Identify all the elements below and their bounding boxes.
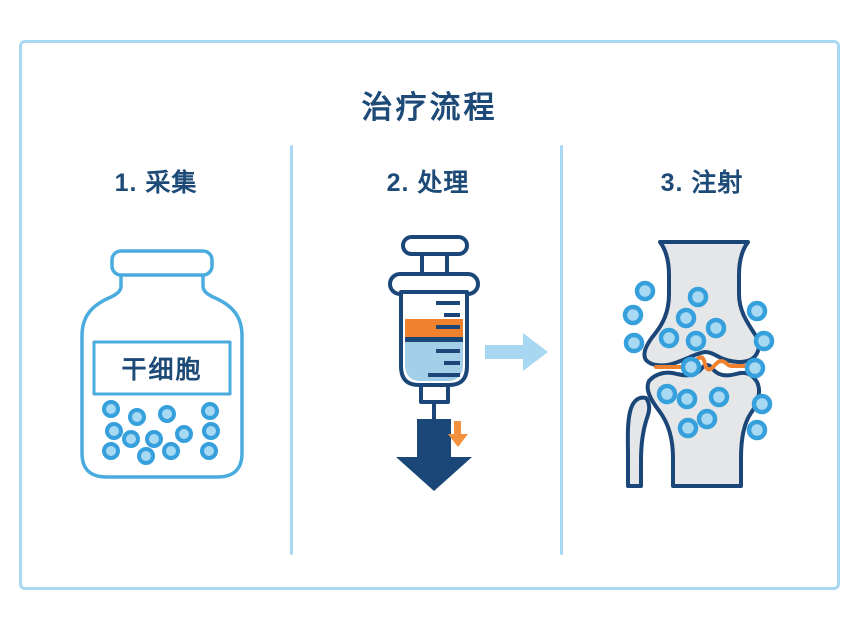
plasma-orange-layer <box>405 319 463 337</box>
layer-separator <box>405 337 463 342</box>
step-2-label: 2. 处理 <box>386 169 470 197</box>
fibula-bone <box>625 395 652 488</box>
page-title: 治疗流程 <box>361 90 498 125</box>
small-orange-down-arrow-icon <box>448 421 468 447</box>
graduation-marks <box>428 301 460 377</box>
injected-cells <box>622 280 775 441</box>
knee-joint-icon <box>622 240 775 488</box>
step-1-label: 1. 采集 <box>114 169 198 197</box>
stem-cells-in-jar <box>102 400 220 465</box>
down-arrow-icon <box>396 419 472 491</box>
jar-label: 干细胞 <box>121 355 202 384</box>
column-divider-1 <box>290 145 293 555</box>
step-3-label: 3. 注射 <box>660 169 744 197</box>
stem-cell-jar-icon: 干细胞 <box>80 249 244 479</box>
column-divider-2 <box>560 145 563 555</box>
right-arrow-icon <box>485 333 548 371</box>
syringe-icon <box>388 235 548 491</box>
